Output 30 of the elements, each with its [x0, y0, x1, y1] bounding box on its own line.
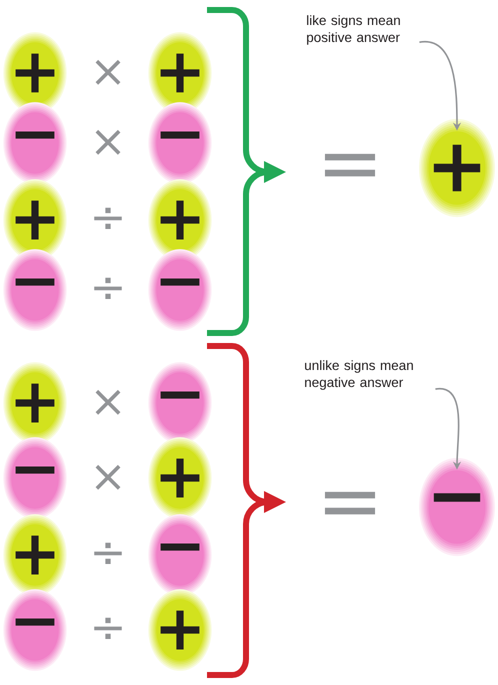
operator-sign: ×: [96, 130, 120, 155]
sign-blob: −: [3, 437, 67, 519]
sign-blob: +: [3, 179, 67, 261]
sign-blob: −: [148, 102, 212, 184]
sign-blob: −: [148, 362, 212, 444]
sign-blob: +: [148, 32, 212, 114]
operator-sign: ×: [96, 464, 120, 490]
sign-blob: +: [3, 514, 67, 596]
sign-blob: −: [3, 102, 67, 184]
operator-sign: ÷: [94, 542, 122, 564]
note-text: unlike signs mean negative answer: [305, 360, 413, 390]
note-text: like signs mean positive answer: [307, 15, 400, 45]
sign-blob: −: [419, 458, 495, 556]
sign-blob: +: [3, 32, 67, 114]
sign-blob: −: [3, 249, 67, 331]
sign-blob: −: [3, 589, 67, 671]
operator-sign: ×: [96, 60, 120, 85]
operator-sign: ÷: [94, 278, 122, 299]
sign-blob: +: [148, 437, 212, 519]
sign-blob: +: [148, 589, 212, 671]
operator-sign: =: [324, 154, 376, 176]
operator-sign: ÷: [94, 208, 122, 229]
sign-blob: +: [148, 179, 212, 261]
sign-blob: +: [419, 118, 495, 218]
operator-sign: ÷: [94, 618, 122, 639]
operator-sign: ×: [96, 390, 120, 415]
sign-blob: +: [3, 362, 67, 444]
sign-blob: −: [148, 249, 212, 331]
sign-blob: −: [148, 514, 212, 596]
operator-sign: =: [324, 492, 376, 514]
